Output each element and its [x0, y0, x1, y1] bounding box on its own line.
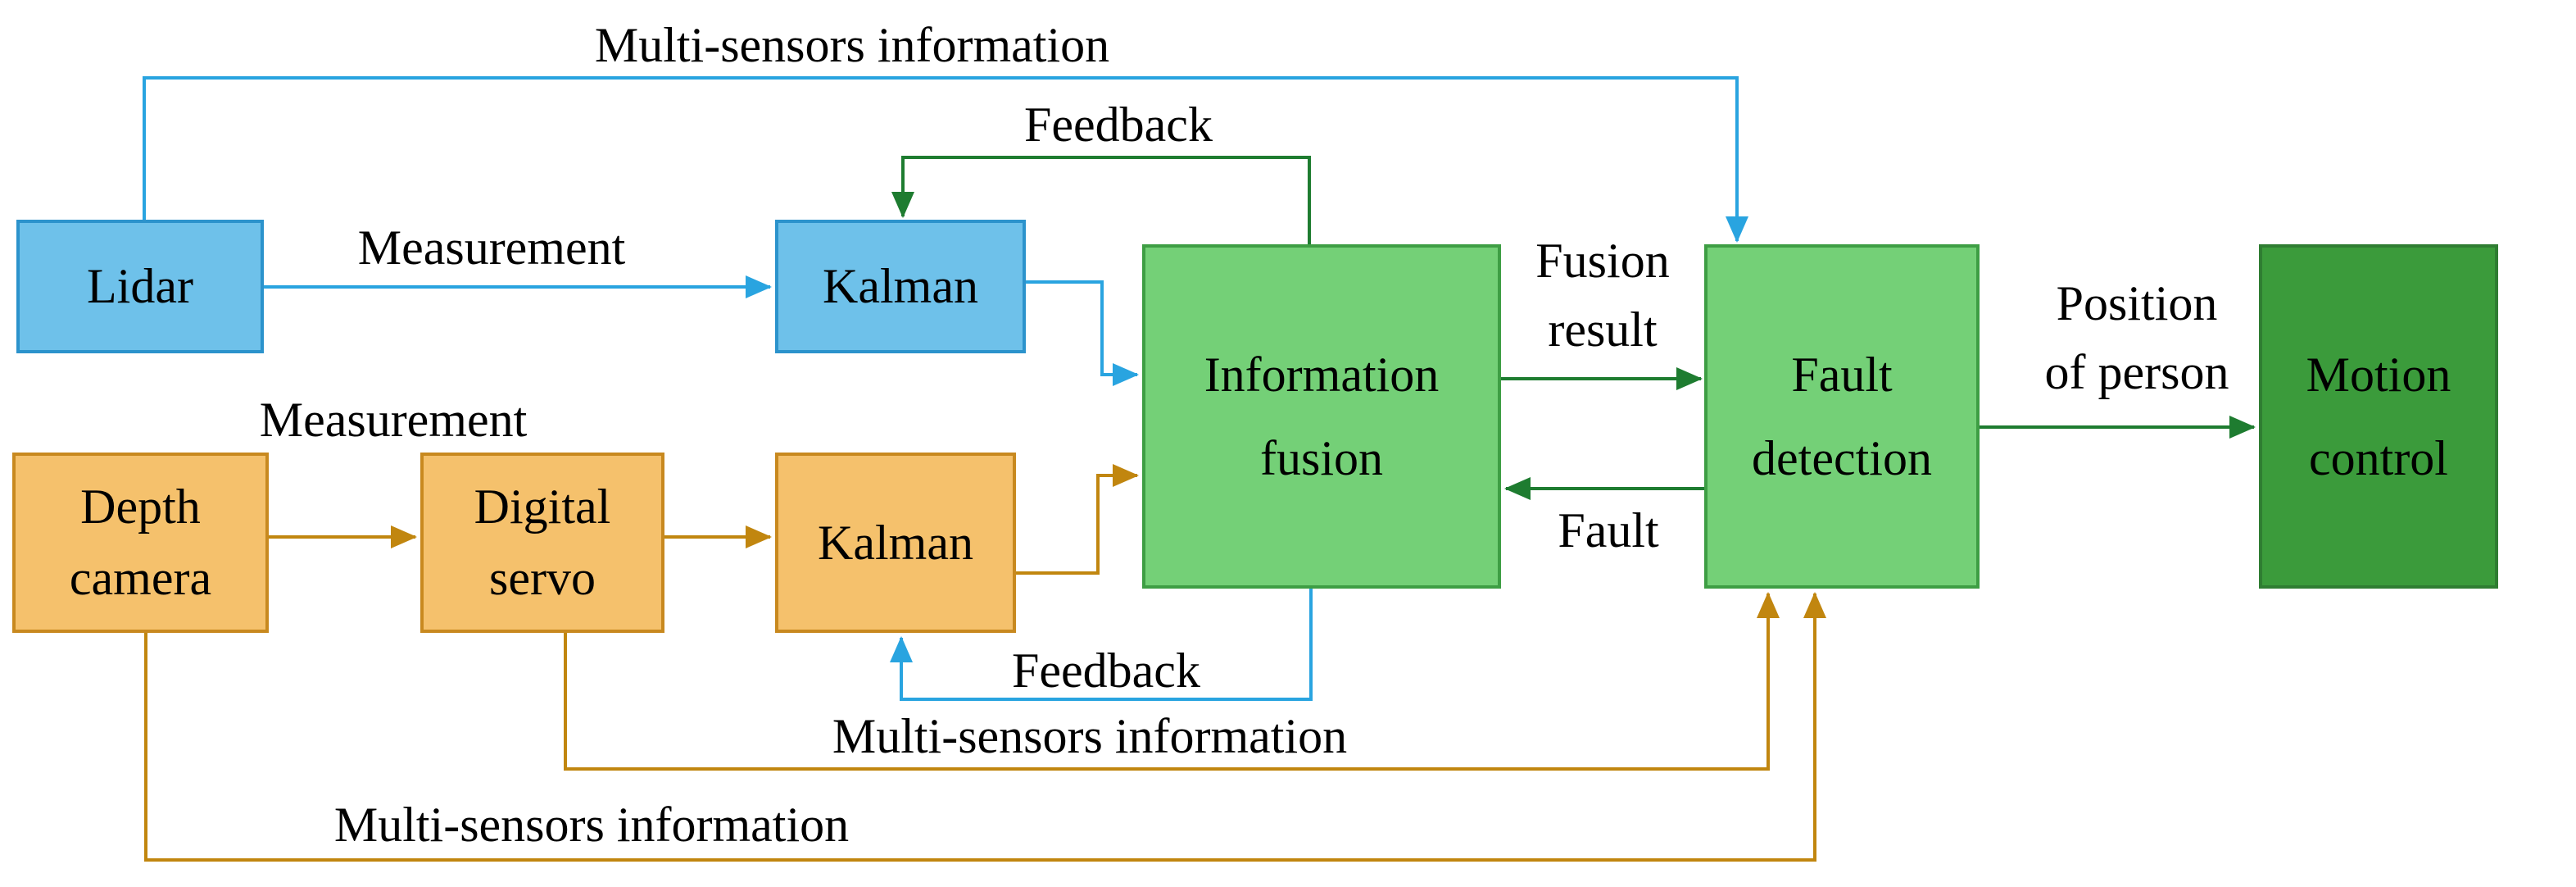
- arrow-kalman-blue-to-fusion: [1026, 280, 1139, 386]
- digital-servo-box: Digital servo: [420, 453, 664, 633]
- arrow-kalman-orange-to-fusion: [1016, 464, 1139, 575]
- multi-sensors-middle-label: Multi-sensors information: [832, 709, 1348, 763]
- fusion-result-label: Fusion result: [1535, 234, 1670, 357]
- depth-camera-box: Depth camera: [12, 453, 269, 633]
- kalman-top-label: Kalman: [823, 259, 978, 313]
- kalman-top-box: Kalman: [775, 220, 1026, 353]
- feedback-top-label: Feedback: [1024, 98, 1213, 152]
- lidar-box: Lidar: [16, 220, 264, 353]
- digital-servo-label: Digital servo: [474, 480, 611, 605]
- position-of-person-label: Position of person: [2044, 276, 2229, 399]
- kalman-bottom-label: Kalman: [818, 515, 973, 570]
- arrow-multi-sensors-middle: [564, 592, 1780, 771]
- arrow-multi-sensors-bottom: [144, 592, 1826, 862]
- arrow-feedback-top: [891, 156, 1311, 244]
- multi-sensors-top-label: Multi-sensors information: [594, 18, 1110, 72]
- kalman-bottom-box: Kalman: [775, 453, 1016, 633]
- lidar-label: Lidar: [87, 259, 193, 313]
- fault-detection-label: Fault detection: [1752, 348, 1932, 485]
- information-fusion-box: Information fusion: [1142, 244, 1501, 589]
- fault-detection-box: Fault detection: [1704, 244, 1980, 589]
- motion-control-box: Motion control: [2259, 244, 2498, 589]
- measurement-bottom-label: Measurement: [259, 393, 528, 447]
- motion-control-label: Motion control: [2306, 348, 2451, 485]
- measurement-top-label: Measurement: [357, 221, 626, 275]
- fault-label: Fault: [1558, 503, 1659, 557]
- multi-sensors-bottom-label: Multi-sensors information: [333, 798, 850, 852]
- information-fusion-label: Information fusion: [1204, 348, 1440, 485]
- depth-camera-label: Depth camera: [69, 480, 212, 605]
- feedback-bottom-label: Feedback: [1012, 644, 1200, 698]
- arrow-multi-sensors-top: [143, 76, 1748, 243]
- arrow-feedback-bottom: [890, 589, 1313, 701]
